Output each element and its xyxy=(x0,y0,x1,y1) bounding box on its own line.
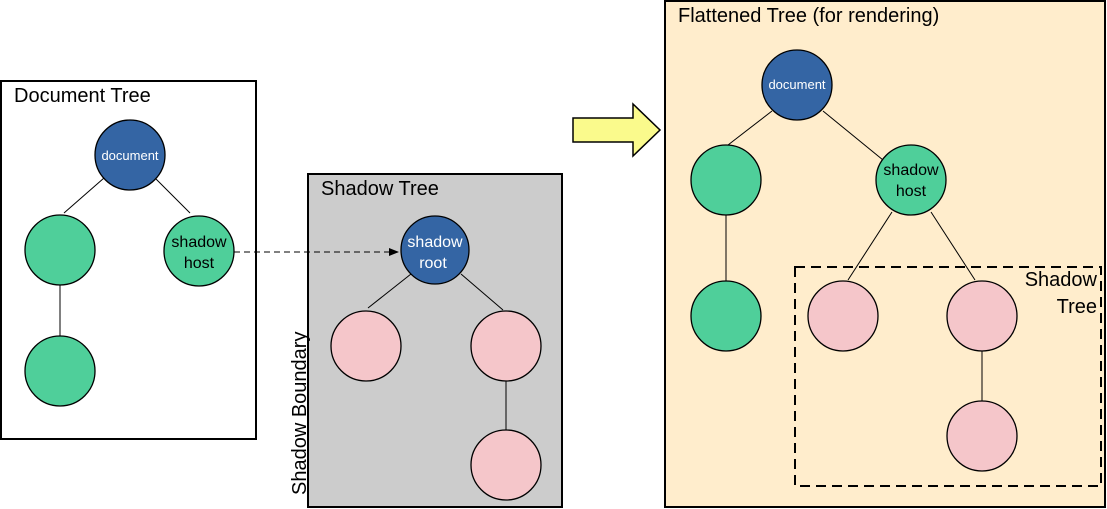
shadow-tree-panel: Shadow Tree Shadow Boundary shadow root xyxy=(289,173,563,508)
shadow-boundary-label: Shadow Boundary xyxy=(289,332,311,495)
flat-shadow-host-label-line2: host xyxy=(896,183,927,200)
shadow-tree-title: Shadow Tree xyxy=(321,178,439,200)
flattened-tree-title: Flattened Tree (for rendering) xyxy=(678,5,939,27)
shadow-tree-region xyxy=(794,266,1102,487)
flat-document-node-label: document xyxy=(768,77,825,92)
edge-root-right xyxy=(460,273,504,311)
shadow-element-left xyxy=(330,310,402,382)
edge-document-host xyxy=(154,177,191,214)
document-node xyxy=(94,119,166,191)
flattened-tree-frame xyxy=(664,0,1106,508)
flat-edge-document-host xyxy=(822,110,884,161)
document-tree-title: Document Tree xyxy=(14,85,151,107)
flat-shadow-element-left xyxy=(807,280,879,352)
flat-shadow-host-label-line1: shadow xyxy=(883,162,939,179)
shadow-root-node xyxy=(400,215,470,285)
edge-document-left xyxy=(63,177,105,214)
document-node-label: document xyxy=(101,148,158,163)
flatten-arrow-icon xyxy=(572,102,662,158)
shadow-host-label-line1: shadow xyxy=(171,234,227,251)
document-tree-panel: Document Tree document shadow host xyxy=(0,80,257,440)
shadow-host-label-line2: host xyxy=(184,255,215,272)
shadow-element-right-child xyxy=(470,429,542,501)
shadow-root-label-line2: root xyxy=(419,255,447,272)
flat-element-left-child xyxy=(690,280,762,352)
element-node-left-child xyxy=(24,335,96,407)
flattened-tree-panel: Flattened Tree (for rendering) Shadow Tr… xyxy=(664,0,1106,508)
flat-shadow-host-node xyxy=(875,144,947,216)
element-node-left xyxy=(24,214,96,286)
flat-document-node xyxy=(761,49,833,121)
shadow-region-label-line2: Tree xyxy=(1057,296,1097,318)
flat-edge-host-left xyxy=(847,211,893,281)
flat-edge-document-left xyxy=(727,110,773,146)
flat-edge-host-right xyxy=(930,211,976,281)
shadow-region-label-line1: Shadow xyxy=(1025,269,1098,291)
edge-root-left xyxy=(367,273,412,309)
shadow-element-right xyxy=(470,310,542,382)
flat-shadow-element-right-child xyxy=(946,400,1018,472)
shadow-root-label-line1: shadow xyxy=(407,234,463,251)
shadow-host-node xyxy=(163,215,235,287)
flat-shadow-element-right xyxy=(946,280,1018,352)
flat-element-left xyxy=(690,144,762,216)
